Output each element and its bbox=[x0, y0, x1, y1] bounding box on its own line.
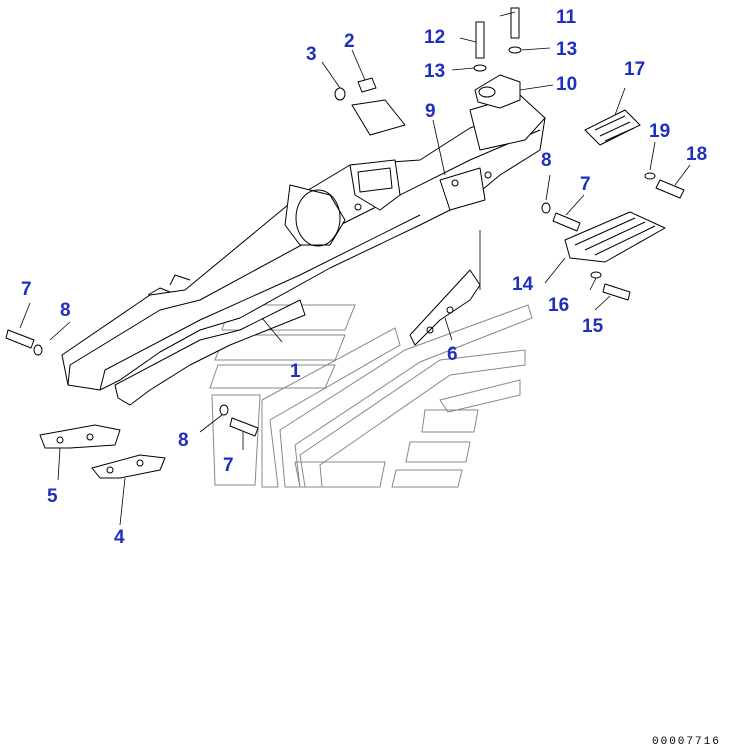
washer-8-right bbox=[541, 202, 551, 214]
bolt-18 bbox=[655, 179, 685, 199]
callout-13-right: 13 bbox=[556, 39, 577, 60]
callout-8-left: 8 bbox=[60, 300, 71, 321]
callout-7-right: 7 bbox=[580, 174, 591, 195]
washer-13-left bbox=[473, 64, 487, 72]
track-guard-rear bbox=[39, 424, 121, 449]
background-hatching bbox=[209, 304, 533, 488]
drawing-number: 00007716 bbox=[652, 736, 721, 748]
callout-17: 17 bbox=[624, 59, 645, 80]
callout-4: 4 bbox=[114, 527, 125, 548]
callout-1: 1 bbox=[290, 361, 301, 382]
callout-5: 5 bbox=[47, 486, 58, 507]
callout-7-left: 7 bbox=[21, 279, 32, 300]
callout-16: 16 bbox=[548, 295, 569, 316]
bracket bbox=[474, 74, 521, 109]
leader-lines bbox=[19, 11, 691, 526]
callout-18: 18 bbox=[686, 144, 707, 165]
track-guard-rear-lower bbox=[91, 454, 166, 479]
callout-2: 2 bbox=[344, 31, 355, 52]
callout-labels: 1 2 3 4 5 6 7 7 7 8 8 8 9 10 11 12 13 13… bbox=[21, 7, 707, 548]
callout-11: 11 bbox=[556, 7, 577, 28]
bushing bbox=[357, 77, 377, 93]
bolt-7-center bbox=[229, 417, 259, 437]
bolt-15 bbox=[602, 283, 631, 301]
track-guard-front bbox=[409, 269, 481, 346]
step-upper bbox=[584, 109, 641, 146]
callout-7-center: 7 bbox=[223, 455, 234, 476]
callout-3: 3 bbox=[306, 44, 317, 65]
washer-8-center bbox=[219, 404, 229, 416]
callout-13-left: 13 bbox=[424, 61, 445, 82]
washer-8-left bbox=[33, 344, 43, 356]
callout-6: 6 bbox=[447, 344, 458, 365]
bolt-11 bbox=[510, 7, 520, 39]
bolt-7-left bbox=[5, 329, 35, 349]
washer-19 bbox=[644, 172, 656, 180]
callout-14: 14 bbox=[512, 274, 534, 295]
callout-8-center: 8 bbox=[178, 430, 189, 451]
plug bbox=[334, 87, 346, 101]
callout-8-right: 8 bbox=[541, 150, 552, 171]
bolt-12 bbox=[475, 21, 485, 59]
callout-12: 12 bbox=[424, 27, 445, 48]
callout-9: 9 bbox=[425, 101, 436, 122]
washer-16 bbox=[590, 271, 602, 279]
callout-15: 15 bbox=[582, 316, 604, 337]
callout-19: 19 bbox=[649, 121, 670, 142]
callout-10: 10 bbox=[556, 74, 577, 95]
bolt-7-right bbox=[552, 212, 581, 232]
track-frame bbox=[61, 94, 546, 406]
step-lower bbox=[564, 211, 666, 263]
washer-13-right bbox=[508, 46, 522, 54]
